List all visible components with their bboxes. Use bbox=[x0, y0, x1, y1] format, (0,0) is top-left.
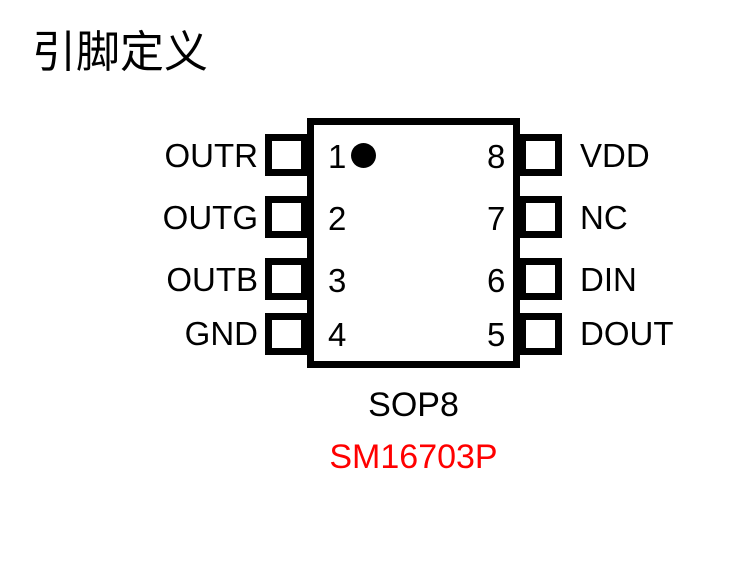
signal-label-pin-1: OUTR bbox=[164, 137, 259, 174]
signal-label-pin-7: NC bbox=[580, 199, 628, 236]
pin-number-3: 3 bbox=[328, 262, 347, 299]
pin-pad-7 bbox=[519, 196, 562, 238]
pin-number-4: 4 bbox=[328, 316, 347, 353]
pin-number-7: 7 bbox=[487, 200, 506, 237]
pin-1-marker-dot bbox=[351, 143, 376, 168]
signal-label-pin-2: OUTG bbox=[162, 199, 258, 236]
pin-pad-1 bbox=[265, 134, 308, 176]
signal-label-pin-3: OUTB bbox=[166, 261, 258, 298]
signal-label-pin-8: VDD bbox=[580, 137, 650, 174]
pin-pad-5 bbox=[519, 313, 562, 355]
pin-pad-4 bbox=[265, 313, 308, 355]
pin-number-1: 1 bbox=[328, 138, 347, 175]
pin-pad-6 bbox=[519, 258, 562, 300]
chip-body-outline bbox=[307, 118, 520, 368]
pin-number-6: 6 bbox=[487, 262, 506, 299]
package-name-label: SOP8 bbox=[368, 386, 459, 424]
pin-number-5: 5 bbox=[487, 316, 506, 353]
signal-label-pin-6: DIN bbox=[580, 261, 637, 298]
pin-pad-3 bbox=[265, 258, 308, 300]
pin-number-8: 8 bbox=[487, 138, 506, 175]
page-title: 引脚定义 bbox=[32, 27, 208, 78]
pin-pad-2 bbox=[265, 196, 308, 238]
pin-number-2: 2 bbox=[328, 200, 347, 237]
part-number-label: SM16703P bbox=[329, 438, 498, 476]
signal-label-pin-4: GND bbox=[184, 315, 258, 352]
signal-label-pin-5: DOUT bbox=[580, 315, 674, 352]
pin-pad-8 bbox=[519, 134, 562, 176]
